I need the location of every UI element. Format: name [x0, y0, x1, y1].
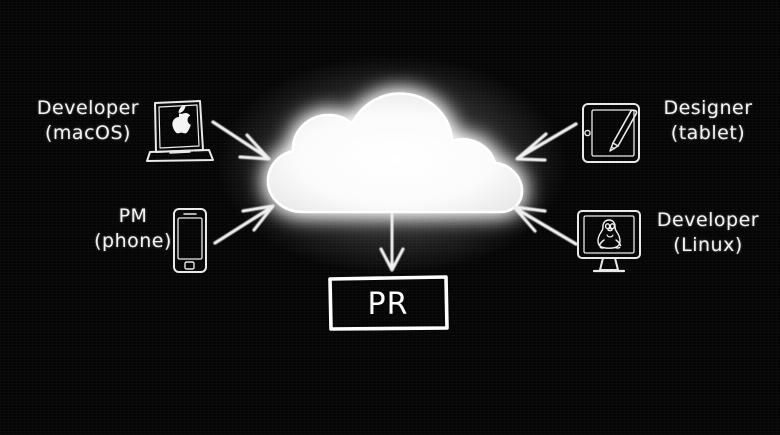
label-developer-macos: Developer (macOS) [36, 97, 140, 144]
label-designer-tablet: Designer (tablet) [663, 97, 753, 144]
arrow-tablet-to-cloud [515, 122, 578, 162]
desktop-monitor-linux-icon[interactable] [577, 210, 641, 273]
label-developer-linux: Developer (Linux) [656, 209, 760, 256]
laptop-macos-icon[interactable] [146, 100, 214, 162]
arrow-phone-to-cloud [213, 204, 275, 245]
tablet-stylus-icon[interactable] [582, 103, 640, 163]
cloud-icon[interactable] [266, 92, 524, 214]
arrow-macos-to-cloud [211, 120, 271, 161]
arrow-cloud-to-pr [379, 212, 405, 272]
pr-box-label: PR [367, 286, 409, 322]
arrow-linux-to-cloud [512, 205, 578, 246]
pr-box[interactable] [328, 275, 449, 331]
smartphone-icon[interactable] [173, 208, 207, 273]
label-pm-phone: PM (phone) [94, 205, 172, 252]
